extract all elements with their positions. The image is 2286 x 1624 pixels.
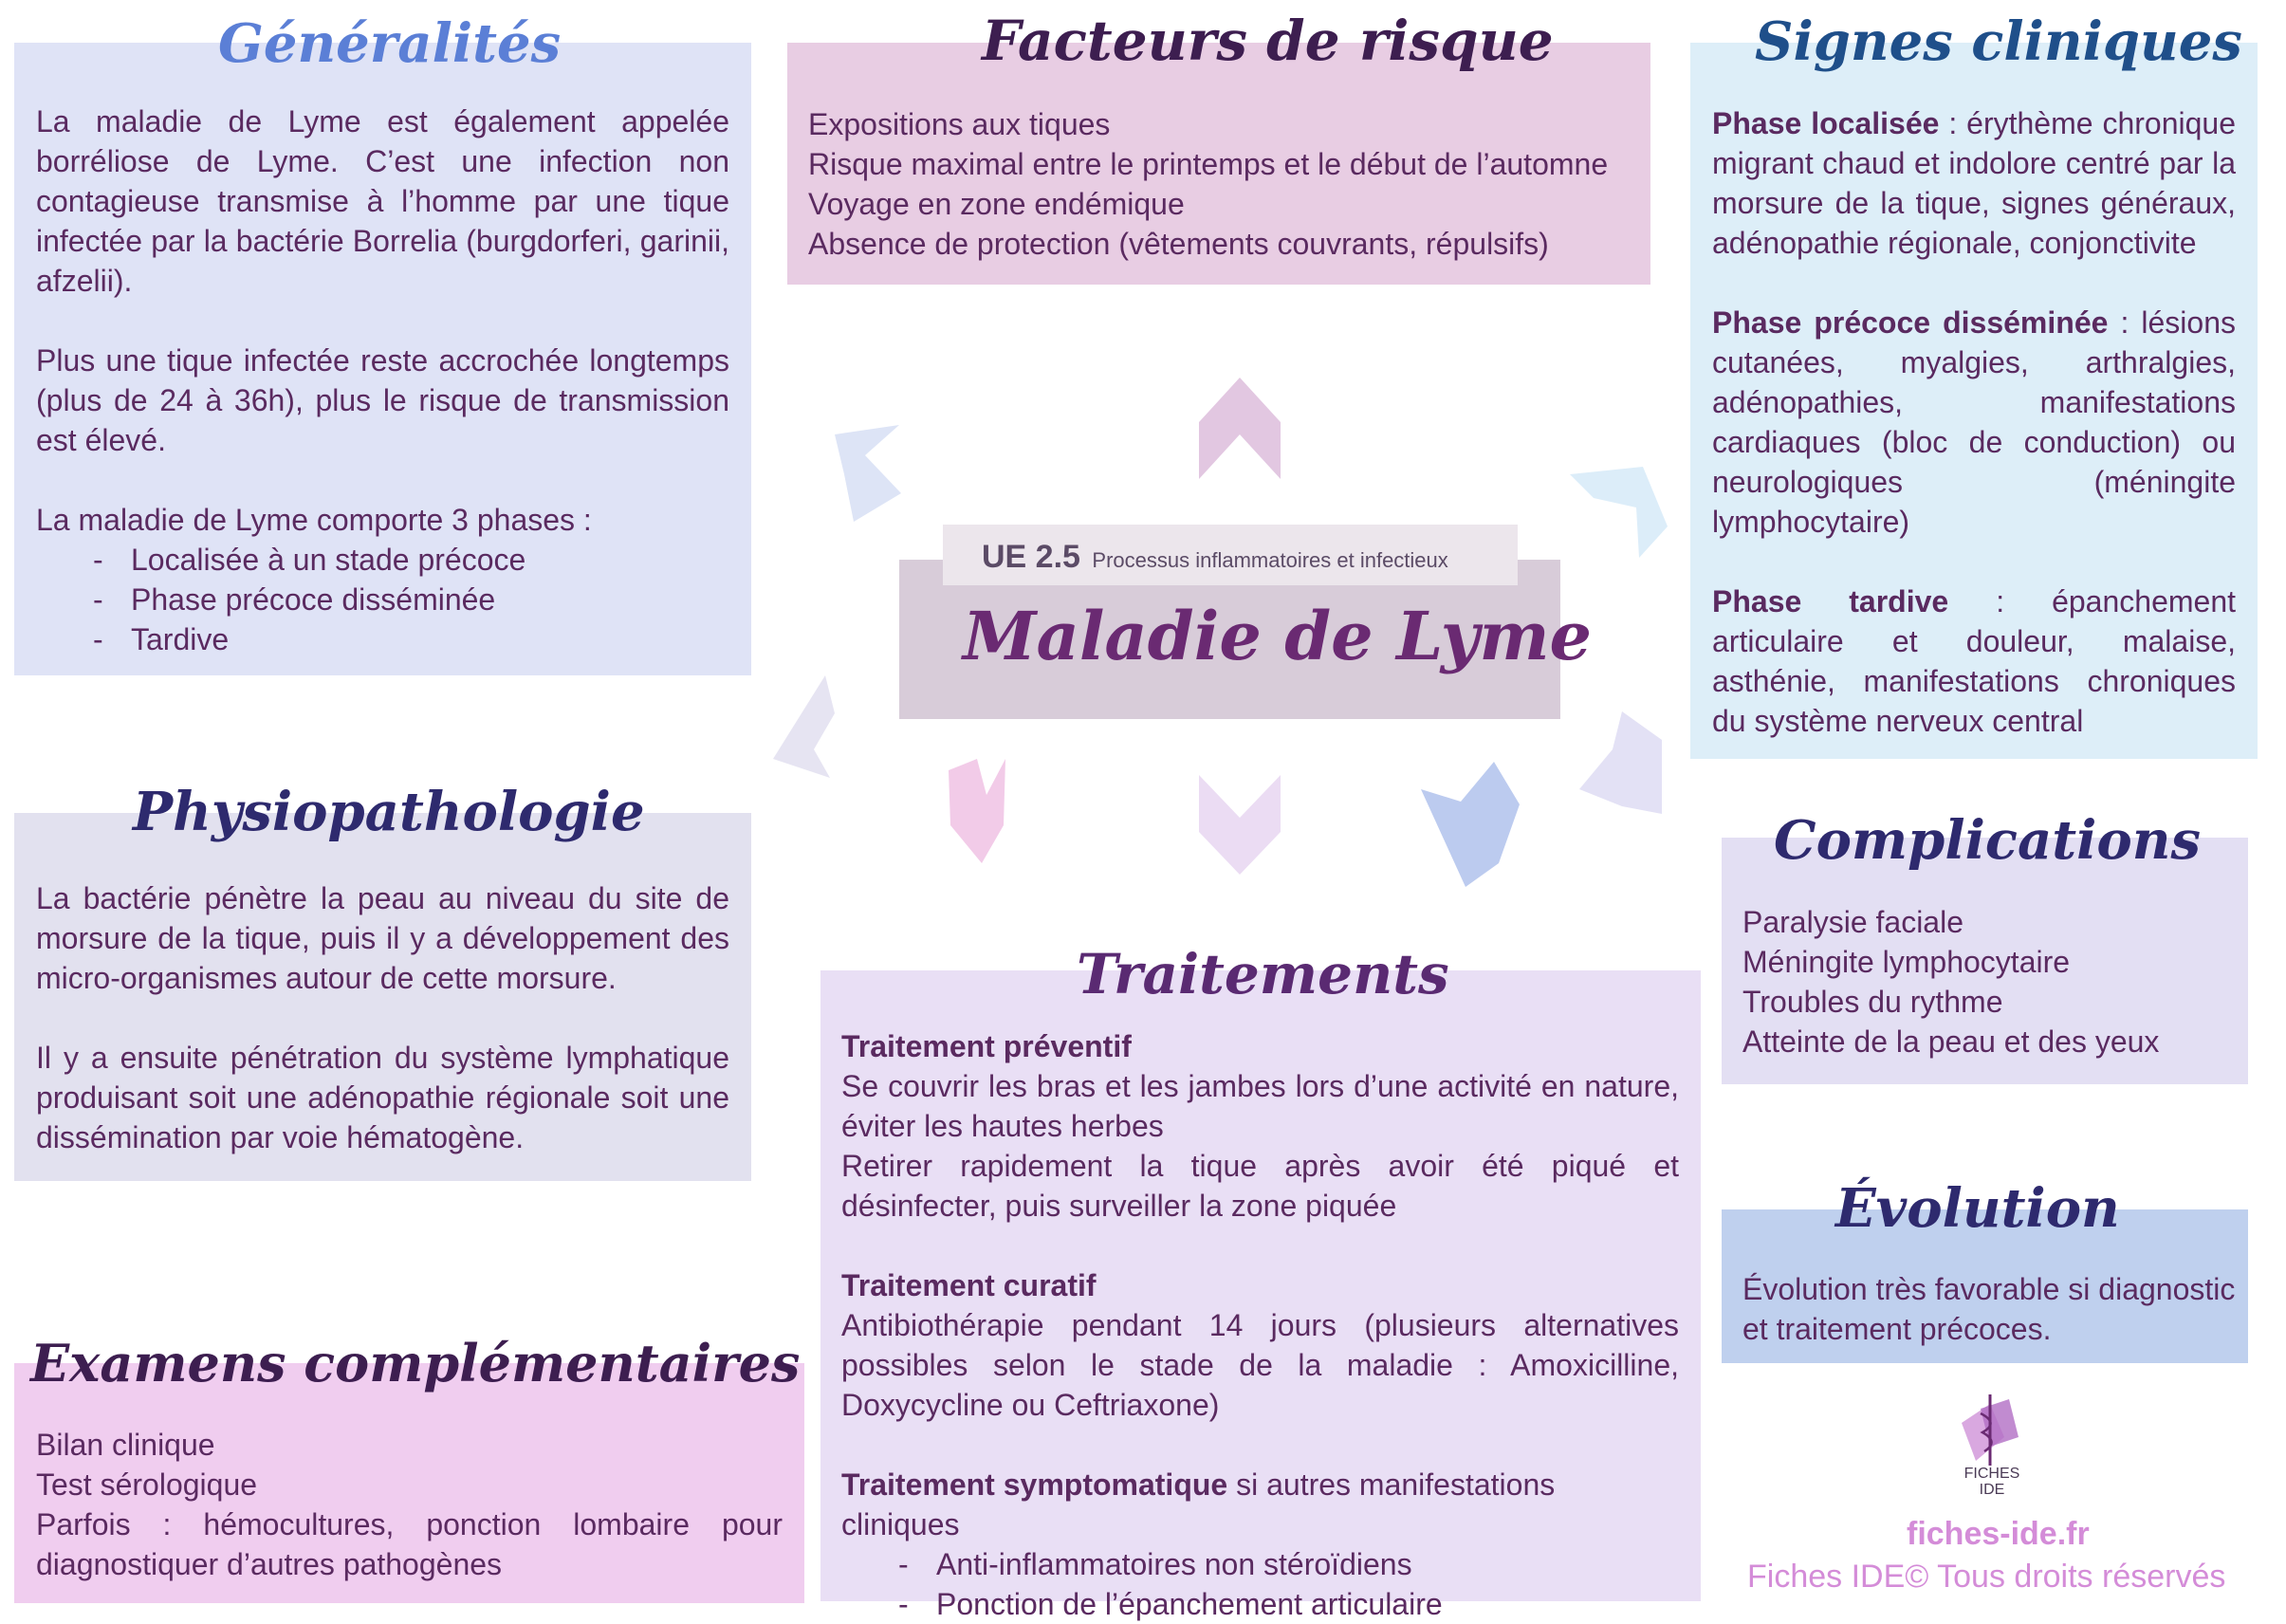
- cur-text: Antibiothérapie pendant 14 jours (plusie…: [841, 1308, 1679, 1422]
- phase-item: Phase précoce disséminée: [36, 580, 729, 619]
- physio-text: La bactérie pénètre la peau au niveau du…: [36, 878, 729, 1157]
- center-ue-band: [943, 525, 1518, 585]
- prev-text-2: Retirer rapidement la tique après avoir …: [841, 1149, 1679, 1223]
- examens-list: Bilan clinique Test sérologique Parfois …: [36, 1425, 783, 1584]
- physio-p2: Il y a ensuite pénétration du système ly…: [36, 1041, 729, 1154]
- facteurs-box: [787, 43, 1650, 285]
- prev-label: Traitement préventif: [841, 1029, 1132, 1063]
- evolution-box: [1722, 1209, 2248, 1363]
- evolution-text: Évolution très favorable si diagnostic e…: [1742, 1272, 2236, 1346]
- copyright: Fiches IDE© Tous droits réservés: [1747, 1559, 2226, 1595]
- sym-item: Anti-inflammatoires non stéroïdiens: [841, 1544, 1679, 1584]
- examens-box: [14, 1363, 804, 1603]
- arrow-right-icon: [1579, 711, 1662, 814]
- facteur-item: Absence de protection (vêtements couvran…: [808, 227, 1549, 261]
- sym-line: Traitement symptomatique si autres manif…: [841, 1465, 1679, 1544]
- site-link[interactable]: fiches-ide.fr: [1907, 1516, 2090, 1552]
- complication-item: Atteinte de la peau et des yeux: [1742, 1024, 2160, 1059]
- physio-title: Physiopathologie: [133, 781, 645, 843]
- arrow-upright-icon: [1570, 467, 1668, 558]
- generalites-p1: La maladie de Lyme est également appelée…: [36, 104, 729, 298]
- complication-item: Paralysie faciale: [1742, 905, 1963, 939]
- arrow-up-icon: [1199, 378, 1281, 479]
- fiches-ide-logo: [1962, 1394, 2019, 1466]
- signes-phase3: Phase tardive : épanchement articulaire …: [1712, 581, 2236, 741]
- phase-item: Localisée à un stade précoce: [36, 540, 729, 580]
- ue-code: UE 2.5: [982, 539, 1080, 575]
- signes-phase2: Phase précoce disséminée : lésions cutan…: [1712, 303, 2236, 542]
- facteur-item: Voyage en zone endémique: [808, 187, 1185, 221]
- evolution-title: Évolution: [1835, 1177, 2120, 1240]
- phase3-label: Phase tardive: [1712, 584, 1949, 618]
- ue-label: UE 2.5 Processus inflammatoires et infec…: [982, 539, 1448, 576]
- phase3-text: : épanchement articulaire et douleur, ma…: [1712, 584, 2237, 738]
- facteurs-list: Expositions aux tiques Risque maximal en…: [808, 104, 1643, 264]
- generalites-text: La maladie de Lyme est également appelée…: [36, 102, 729, 659]
- generalites-p2: Plus une tique infectée reste accrochée …: [36, 343, 729, 457]
- sym-label: Traitement symptomatique: [841, 1467, 1228, 1502]
- signes-title: Signes cliniques: [1755, 10, 2242, 73]
- center-title-box: [899, 560, 1560, 719]
- complication-item: Méningite lymphocytaire: [1742, 945, 2071, 979]
- complications-title: Complications: [1774, 809, 2201, 872]
- logo-text-2: IDE: [1979, 1482, 2005, 1498]
- examen-item: Parfois : hémocultures, ponction lombair…: [36, 1507, 783, 1581]
- facteur-item: Expositions aux tiques: [808, 107, 1111, 141]
- sym-item: Ponction de l’épanchement articulaire: [841, 1584, 1679, 1624]
- arrow-down-icon: [1199, 775, 1281, 875]
- signes-phase1: Phase localisée : érythème chronique mig…: [1712, 103, 2236, 263]
- facteur-item: Risque maximal entre le printemps et le …: [808, 147, 1609, 181]
- phase1-label: Phase localisée: [1712, 106, 1940, 140]
- traitements-text: Traitement préventif Se couvrir les bras…: [841, 1026, 1679, 1624]
- sym-text: si autres manifestations cliniques: [841, 1467, 1556, 1541]
- arrow-upleft-icon: [835, 425, 901, 522]
- physio-p1: La bactérie pénètre la peau au niveau du…: [36, 881, 729, 995]
- traitements-title: Traitements: [1077, 942, 1449, 1006]
- complications-box: [1722, 838, 2248, 1084]
- logo-text-1: FICHES: [1963, 1466, 2020, 1482]
- examen-item: Bilan clinique: [36, 1428, 215, 1462]
- center-title: Maladie de Lyme: [963, 597, 1593, 675]
- arrow-left-icon: [773, 675, 835, 778]
- signes-text: Phase localisée : érythème chronique mig…: [1712, 103, 2236, 741]
- generalites-p3: La maladie de Lyme comporte 3 phases :: [36, 503, 592, 537]
- physio-box: [14, 813, 751, 1181]
- traitements-box: [820, 970, 1701, 1601]
- complications-list: Paralysie faciale Méningite lymphocytair…: [1742, 902, 2236, 1061]
- phase1-text: : érythème chronique migrant chaud et in…: [1712, 106, 2236, 260]
- logo-text: FICHES IDE: [1954, 1466, 2030, 1498]
- arrow-downright-icon: [1421, 762, 1520, 887]
- phase2-text: : lésions cutanées, myalgies, arthralgie…: [1712, 305, 2237, 539]
- prev-text-1: Se couvrir les bras et les jambes lors d…: [841, 1069, 1679, 1143]
- cur-label: Traitement curatif: [841, 1268, 1097, 1302]
- examen-item: Test sérologique: [36, 1467, 258, 1502]
- facteurs-title: Facteurs de risque: [982, 9, 1554, 73]
- generalites-title: Généralités: [218, 12, 562, 75]
- complication-item: Troubles du rythme: [1742, 985, 2003, 1019]
- phase2-label: Phase précoce disséminée: [1712, 305, 2109, 340]
- arrow-downleft-icon: [949, 759, 1005, 863]
- examens-title: Examens complémentaires: [30, 1333, 801, 1393]
- phase-item: Tardive: [36, 619, 729, 659]
- ue-subtitle: Processus inflammatoires et infectieux: [1092, 548, 1448, 572]
- signes-box: [1690, 43, 2258, 759]
